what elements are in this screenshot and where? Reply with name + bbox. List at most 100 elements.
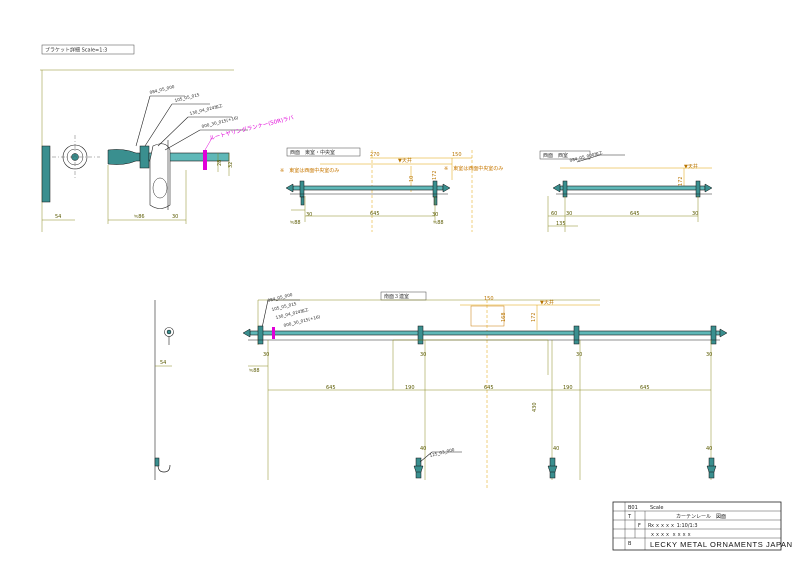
dim-30: 30	[172, 214, 178, 220]
south-runner-marker	[272, 327, 275, 339]
tb-row2: ｘｘｘｘｘ 1:10/1:3	[650, 523, 698, 529]
callout-084: 084_05_000	[149, 84, 175, 95]
runner-marker	[203, 150, 207, 170]
tb-drawing-no: B01	[628, 505, 638, 511]
fc-dim-88: ≒88	[290, 220, 301, 226]
south-seg3: 645	[640, 385, 650, 391]
south-drop-3: 30	[576, 352, 582, 358]
south-bracket-4	[710, 325, 717, 345]
front-center-title: 西面 東室・中央室	[290, 149, 335, 156]
fw-dim-172: 172	[678, 176, 684, 186]
fw-bracket-right	[695, 180, 701, 198]
south-dim-168: 168	[501, 312, 507, 322]
bracket-ring	[152, 177, 168, 199]
title-block-frame	[612, 501, 782, 551]
south-low-2: 40	[553, 446, 559, 452]
south-low-3: 40	[706, 446, 712, 452]
rod-front-west	[559, 185, 706, 191]
tb-mark-b: B	[628, 541, 632, 547]
dim-32: 32	[228, 162, 234, 168]
front-west-title-box	[539, 150, 591, 160]
tb-mark-r: R	[648, 523, 652, 529]
south-drop-1: 30	[263, 352, 269, 358]
front-view-center: 西面 東室・中央室 270 150 ▼天井 172 10 ※ 東室は西面中央室の…	[280, 147, 503, 232]
bracket-detail-title-box	[41, 44, 135, 55]
lower-stopper-3	[706, 457, 717, 479]
leader-2	[144, 103, 173, 147]
front-view-west: 西面 西室 084_05_000加工 ▼天井 172 60 30 645 30 …	[539, 149, 713, 232]
tb-mark-f: F	[638, 523, 641, 529]
south-center-block	[470, 305, 505, 327]
south-dim-150: 150	[484, 296, 494, 302]
finial-right	[442, 183, 451, 193]
tb-row3: ｘｘｘｘ ｘｘｘｘ	[650, 532, 692, 538]
south-callout-084: 084_05_000	[267, 292, 293, 303]
south-lower-callout: 125_03_000	[429, 447, 455, 458]
tb-company: LECKY METAL ORNAMENTS JAPAN	[650, 540, 793, 549]
dim-172: 172	[432, 170, 438, 180]
leader-3	[157, 116, 189, 147]
rod-south	[249, 330, 721, 336]
leader-1	[135, 95, 151, 147]
south-drop-2: 30	[420, 352, 426, 358]
south-gap1: 190	[405, 385, 415, 391]
south-title: 南面３連室	[384, 293, 409, 300]
leader-pink	[204, 137, 213, 151]
front-west-title: 西面 西室	[543, 152, 568, 159]
fc-dim-30-left: 30	[306, 212, 312, 218]
callout-105: 105_05_015	[174, 92, 200, 103]
dim-center-10: 10	[409, 176, 415, 182]
bracket-detail-title: ブラケット詳細 Scale=1:3	[45, 47, 107, 54]
front-center-title-box	[286, 147, 361, 157]
south-side-hook	[157, 464, 171, 473]
south-dim-88: ≒88	[249, 368, 260, 374]
fc-dim-88b: ≒88	[433, 220, 444, 226]
dim-86: ≒86	[134, 214, 145, 220]
front-center-note-right: ※ 東室は西面中央室のみ	[444, 165, 503, 172]
tb-mark-t: T	[627, 514, 632, 520]
fw-dim-30: 30	[566, 211, 572, 217]
south-dim-172: 172	[531, 312, 537, 322]
ceiling-label: ▼天井	[398, 157, 412, 164]
bracket-detail: ブラケット詳細 Scale=1:3 084_05_000 105_05_015 …	[40, 44, 295, 232]
fw-bracket-left	[562, 180, 568, 198]
fw-dim-60: 60	[551, 211, 557, 217]
south-bracket-1	[257, 325, 264, 345]
south-v-430: 430	[532, 402, 538, 412]
south-bracket-3	[573, 325, 580, 345]
pink-note: ルートヤリングランナー(50R)ラバ	[209, 113, 295, 142]
fw-dim-30-right: 30	[692, 211, 698, 217]
dim-28: 28	[217, 160, 223, 166]
lower-stopper-2	[547, 457, 558, 479]
bracket-right	[432, 180, 438, 198]
title-block: B01 Scale カーテンレール 図面 ｘｘｘｘｘ 1:10/1:3 ｘｘｘｘ…	[612, 501, 793, 551]
tb-name: カーテンレール 図面	[676, 514, 726, 520]
fw-dim-645: 645	[630, 211, 640, 217]
south-callout-105: 105_05_015	[271, 301, 297, 312]
bracket-collar	[139, 145, 150, 169]
south-view: 南面３連室 ▼天井 150 168 172 084_05_000 105_05_…	[154, 291, 728, 490]
front-west-ceiling: ▼天井	[684, 163, 698, 170]
lower-stopper-1	[413, 457, 424, 479]
finial-left	[285, 183, 294, 193]
south-seg2: 645	[484, 385, 494, 391]
south-low-1: 40	[420, 446, 426, 452]
rod-front-center	[292, 185, 444, 191]
fw-dim-135: 135	[556, 221, 566, 227]
south-seg1: 645	[326, 385, 336, 391]
tb-scale-label: Scale	[650, 505, 663, 511]
south-bracket-2	[417, 325, 424, 345]
south-ceiling: ▼天井	[540, 299, 554, 306]
front-center-note-left: ※ 東室は西面中央室のみ	[280, 167, 339, 174]
south-gap2: 190	[563, 385, 573, 391]
dim-150: 150	[452, 152, 462, 158]
fc-dim-645: 645	[370, 211, 380, 217]
leader-4	[164, 129, 201, 151]
bracket-body	[149, 143, 171, 209]
dim-54: 54	[55, 214, 61, 220]
south-drop-4: 30	[706, 352, 712, 358]
finial-side	[107, 149, 141, 165]
bracket-left	[299, 180, 305, 198]
dim-270: 270	[370, 152, 380, 158]
